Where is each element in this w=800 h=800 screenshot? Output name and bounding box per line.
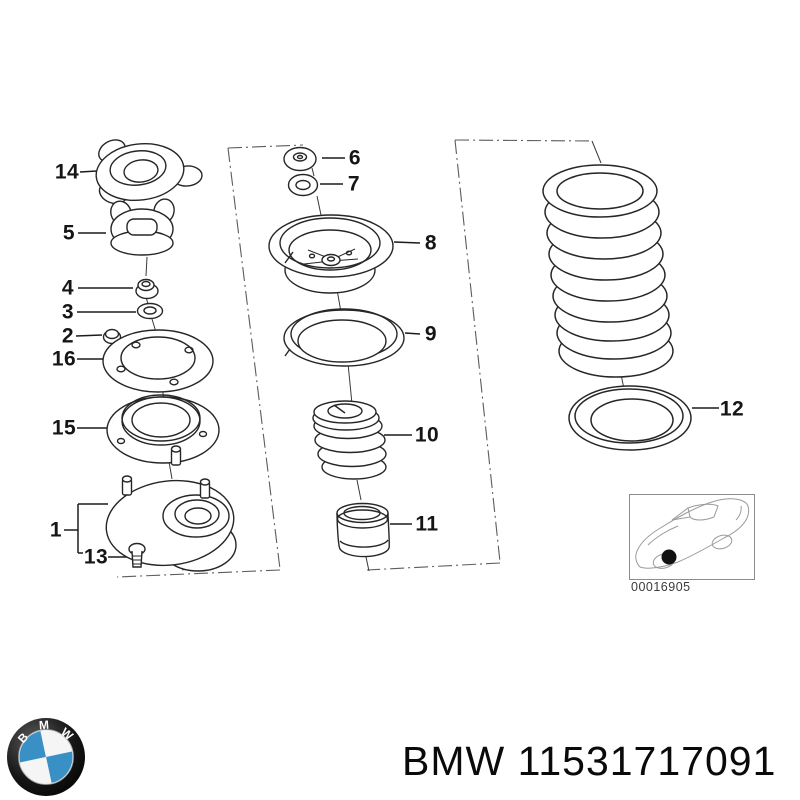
part-label-16: 16 (51, 347, 77, 371)
part-3-washer (136, 302, 164, 320)
part-label-13: 13 (83, 545, 109, 569)
part-6-washer (283, 146, 317, 172)
part-label-9: 9 (424, 322, 438, 346)
label-leader-lines (64, 157, 719, 558)
part-label-6: 6 (348, 146, 362, 170)
bmw-logo: B M W (7, 718, 85, 796)
part-15-flanged-ring (106, 394, 220, 464)
part-label-1: 1 (49, 518, 63, 542)
part-9-spring-pad (283, 308, 405, 367)
part-11-protective-tube (336, 502, 390, 558)
part-label-10: 10 (414, 423, 440, 447)
diagram-code: 00016905 (631, 580, 691, 594)
part-label-11: 11 (415, 512, 439, 536)
part-label-15: 15 (51, 416, 77, 440)
logo-quadrants (19, 730, 73, 784)
part-label-7: 7 (347, 172, 361, 196)
part-10-bump-stop (312, 400, 387, 480)
part-8-spring-plate (268, 214, 394, 294)
part-4-nut (135, 278, 159, 300)
part-7-washer (287, 173, 319, 197)
car-position-thumbnail (629, 494, 755, 580)
part-12-lower-spring-pad (568, 385, 692, 451)
part-14-cap (95, 139, 203, 205)
part-label-14: 14 (54, 160, 80, 184)
part-label-5: 5 (62, 221, 76, 245)
car-outline-drawing (635, 498, 750, 569)
coil-spring (542, 164, 674, 378)
part-label-12: 12 (719, 397, 745, 421)
part-16-plate-ring (102, 329, 214, 393)
part-label-4: 4 (61, 276, 75, 300)
part-label-8: 8 (424, 231, 438, 255)
part-label-3: 3 (61, 300, 75, 324)
part-label-2: 2 (61, 324, 75, 348)
component-location-dot (661, 549, 677, 565)
part-number-caption: BMW 11531717091 (402, 738, 777, 784)
part-5-support-bearing (110, 198, 175, 256)
part-13-bolt (128, 542, 146, 568)
exploded-parts-drawing (64, 139, 755, 580)
svg-text:M: M (39, 718, 50, 733)
